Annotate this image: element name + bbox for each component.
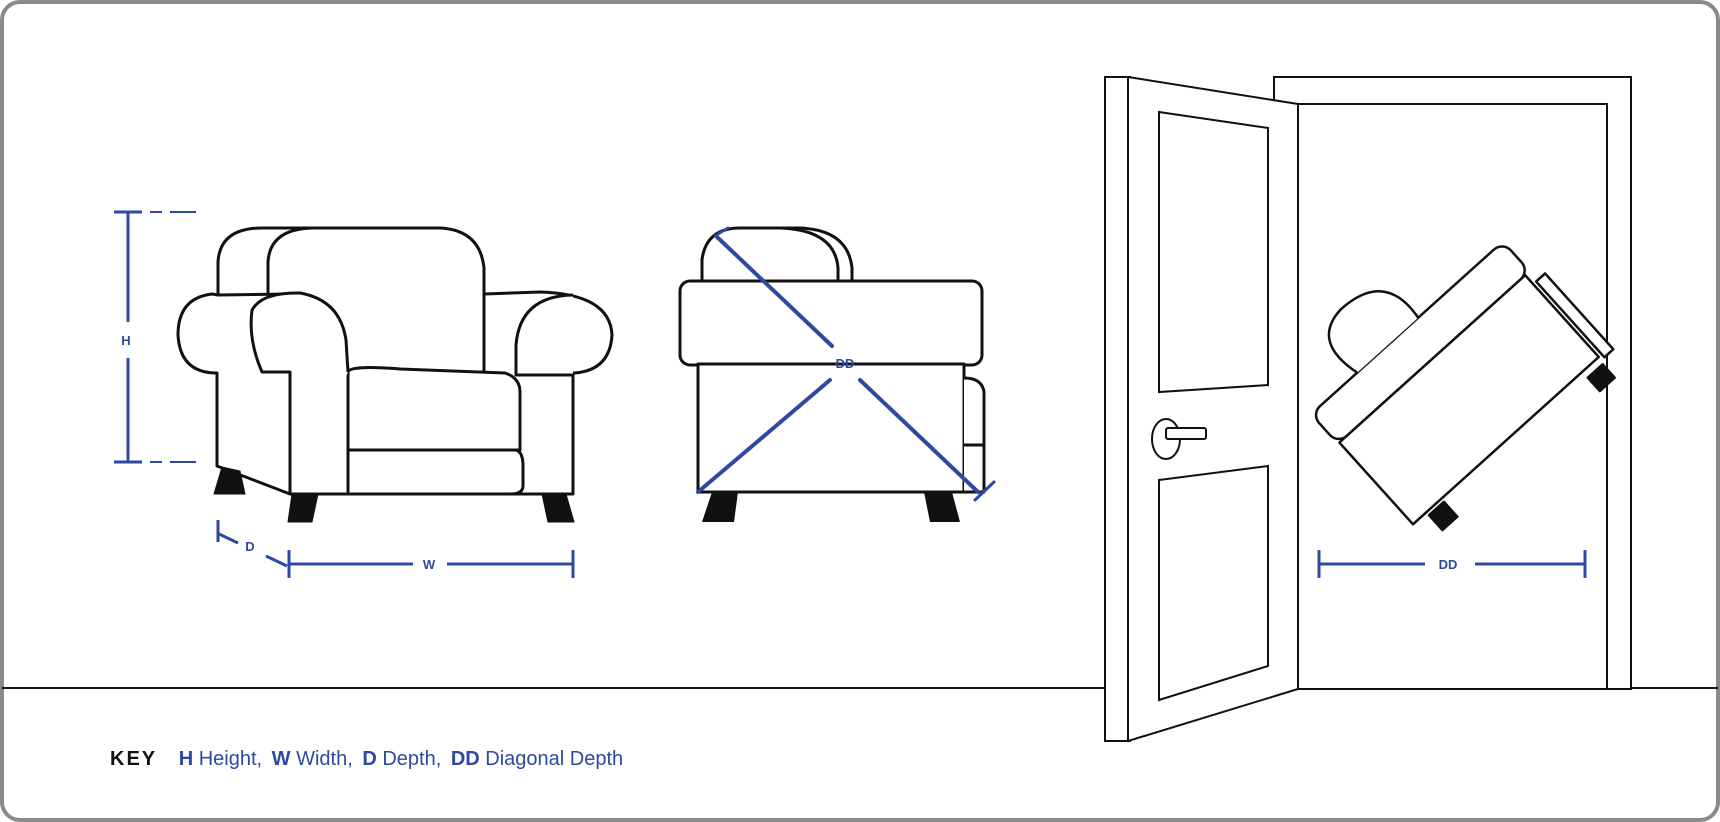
door-diagonal-dimension (1317, 550, 1587, 578)
open-door-leaf (1104, 75, 1299, 743)
depth-dimension (216, 520, 288, 568)
door-diagonal-label: DD (1439, 557, 1458, 572)
key-abbr: W (271, 748, 291, 770)
key-description: Diagonal Depth (479, 748, 624, 770)
armchair-front-legs (213, 466, 575, 523)
key-abbr: D (362, 748, 377, 770)
width-label: W (423, 557, 436, 572)
key-description: Height, (193, 748, 268, 770)
key-items: H Height, W Width, D Depth, DD Diagonal … (179, 748, 627, 770)
key-title: KEY (110, 748, 158, 770)
side-diagonal-label: DD (836, 356, 855, 371)
width-dimension (287, 550, 575, 578)
armchair-side-view (678, 226, 986, 494)
key-item-dd: DD Diagonal Depth (451, 748, 623, 770)
key-description: Depth, (376, 748, 447, 770)
armchair-side-legs (702, 492, 960, 522)
side-diagonal-depth-lines (696, 226, 996, 502)
key-item-d: D Depth, (362, 748, 447, 770)
key-description: Width, (290, 748, 359, 770)
key-item-h: H Height, (179, 748, 268, 770)
depth-label: D (245, 539, 254, 554)
key-item-w: W Width, (272, 748, 359, 770)
key-legend: KEY H Height, W Width, D Depth, DD Diago… (110, 744, 627, 774)
tilted-armchair (1314, 245, 1616, 532)
armchair-front-view (176, 226, 614, 496)
key-abbr: DD (450, 748, 480, 770)
height-label: H (121, 333, 130, 348)
key-abbr: H (178, 748, 194, 770)
height-dimension (114, 210, 196, 464)
